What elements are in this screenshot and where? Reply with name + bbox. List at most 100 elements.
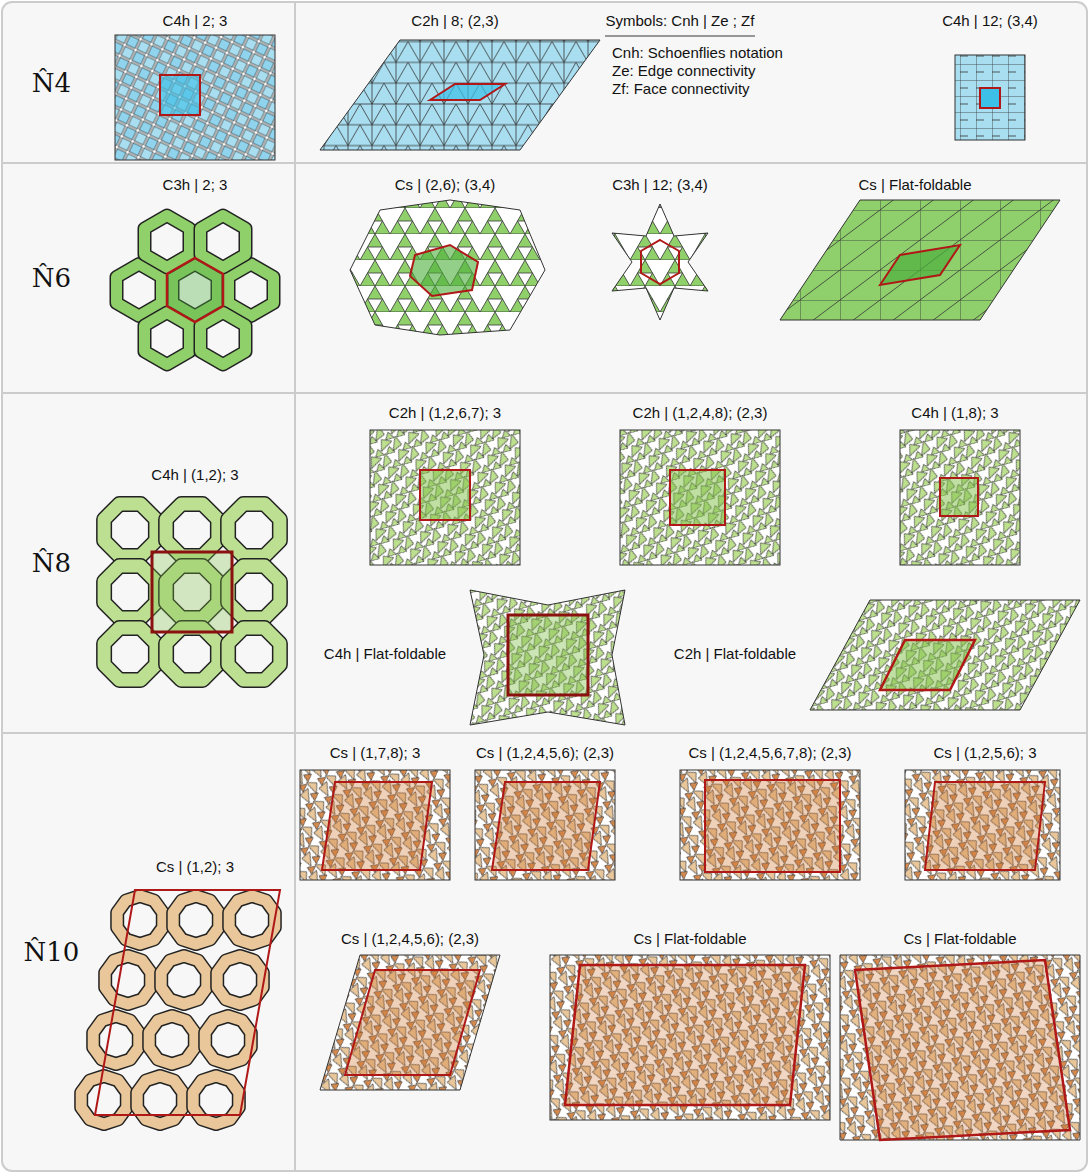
row-label: N̂8 [32, 548, 71, 578]
tiling-shape [228, 566, 280, 618]
symmetry-label: Cs | Flat-foldable [858, 176, 971, 194]
tiling-shape [95, 890, 280, 1115]
tiling-shape [201, 216, 246, 268]
tiling-shape [193, 1076, 239, 1124]
legend-note: Zf: Face connectivity [612, 80, 750, 98]
tiling-shape [705, 780, 840, 872]
tiling-shape [905, 770, 1060, 880]
tiling-shape [350, 200, 545, 335]
legend-note: Cnh: Schoenflies notation [612, 44, 783, 62]
tiling-shape [294, 2, 296, 1171]
tiling-shape [430, 84, 505, 100]
tiling-shape [900, 430, 1020, 565]
tiling-shape [145, 313, 190, 365]
tiling-shape [320, 955, 500, 1090]
symmetry-label: Symbols: Cnh | Ze ; Zf [606, 12, 755, 30]
tiling-shape [855, 960, 1070, 1140]
tiling-shape [205, 1016, 251, 1064]
tiling-shape [104, 504, 156, 556]
tiling-shape [680, 770, 860, 880]
symmetry-label: C4h | Flat-foldable [324, 645, 446, 663]
tiling-shape [492, 782, 600, 870]
symmetry-label: C4h | 2; 3 [163, 12, 228, 30]
tiling-n4 [115, 35, 1025, 160]
tiling-shape [980, 88, 1000, 108]
tiling-shape [104, 628, 156, 680]
tiling-shape [370, 430, 520, 565]
tiling-shape [880, 245, 960, 285]
tiling-shape [880, 640, 975, 690]
row-header: N̂10 [4, 735, 99, 1169]
tiling-shape [201, 313, 246, 365]
tiling-shape [345, 970, 480, 1075]
symmetry-label: C4h | (1,2); 3 [151, 466, 238, 484]
tiling-shape [167, 258, 223, 322]
tiling-shape [117, 264, 162, 316]
tiling-shape [161, 956, 207, 1004]
tiling-shape [780, 200, 1060, 320]
row-label: N̂10 [24, 937, 80, 967]
tiling-shape [81, 1076, 127, 1124]
tiling-shape [115, 35, 275, 160]
tiling-shape [410, 245, 478, 296]
tiling-shape [300, 770, 450, 880]
symmetry-label: Cs | (1,2,4,5,6,7,8); (2,3) [688, 744, 851, 762]
tiling-n6 [117, 200, 1061, 365]
tiling-shape [166, 628, 218, 680]
tiling-shape [228, 504, 280, 556]
symmetry-label: C2h | Flat-foldable [674, 645, 796, 663]
tiling-shape [475, 770, 615, 880]
tiling-shape [955, 55, 1025, 140]
symmetry-label: C3h | 2; 3 [163, 176, 228, 194]
legend-note: Ze: Edge connectivity [612, 62, 755, 80]
tiling-shape [508, 615, 588, 695]
symmetry-label: C2h | (1,2,4,8); (2,3) [633, 404, 768, 422]
row-header: N̂8 [4, 395, 99, 731]
tiling-n8 [104, 430, 1080, 725]
symmetry-label: C2h | (1,2,6,7); 3 [389, 404, 501, 422]
tiling-shape [470, 590, 625, 725]
row-header: N̂4 [4, 4, 99, 161]
tiling-shape [620, 430, 780, 565]
symmetry-label: Cs | (2,6); (3,4) [395, 176, 496, 194]
tiling-shape [420, 470, 470, 520]
tiling-shape [149, 1016, 195, 1064]
symmetry-label: C2h | 8; (2,3) [411, 12, 498, 30]
symmetry-label: Cs | (1,2,5,6); 3 [933, 744, 1036, 762]
symmetry-label: C4h | 12; (3,4) [942, 12, 1038, 30]
tiling-shape [137, 1076, 183, 1124]
symmetry-label: Cs | (1,2,4,5,6); (2,3) [341, 930, 479, 948]
tiling-shape [228, 628, 280, 680]
tiling-shape [2, 732, 1087, 734]
tiling-shape [940, 478, 978, 516]
tiling-shape [320, 40, 600, 150]
tiling-shape [217, 956, 263, 1004]
row-header: N̂6 [4, 165, 99, 391]
tiling-shape [229, 264, 274, 316]
tiling-shape [550, 955, 830, 1120]
tiling-shape [565, 965, 805, 1105]
symmetry-label: Cs | (1,2,4,5,6); (2,3) [476, 744, 614, 762]
tiling-shape [166, 504, 218, 556]
tiling-shape [160, 75, 200, 115]
symmetry-label: Cs | Flat-foldable [903, 930, 1016, 948]
tiling-shape [2, 392, 1087, 394]
tiling-n10 [81, 770, 1080, 1140]
symmetry-label: Cs | Flat-foldable [633, 930, 746, 948]
tiling-shape [145, 216, 190, 268]
symmetry-label: Cs | (1,7,8); 3 [330, 744, 421, 762]
tiling-shape [117, 896, 163, 944]
tiling-shape [670, 470, 725, 525]
symmetry-label: Cs | (1,2); 3 [156, 858, 234, 876]
row-label: N̂4 [32, 68, 71, 98]
tiling-shape [612, 204, 708, 320]
symmetry-label: C4h | (1,8); 3 [911, 404, 998, 422]
tiling-shape [925, 782, 1045, 870]
tiling-shape [105, 956, 151, 1004]
tiling-shape [152, 552, 232, 632]
row-label: N̂6 [32, 263, 71, 293]
